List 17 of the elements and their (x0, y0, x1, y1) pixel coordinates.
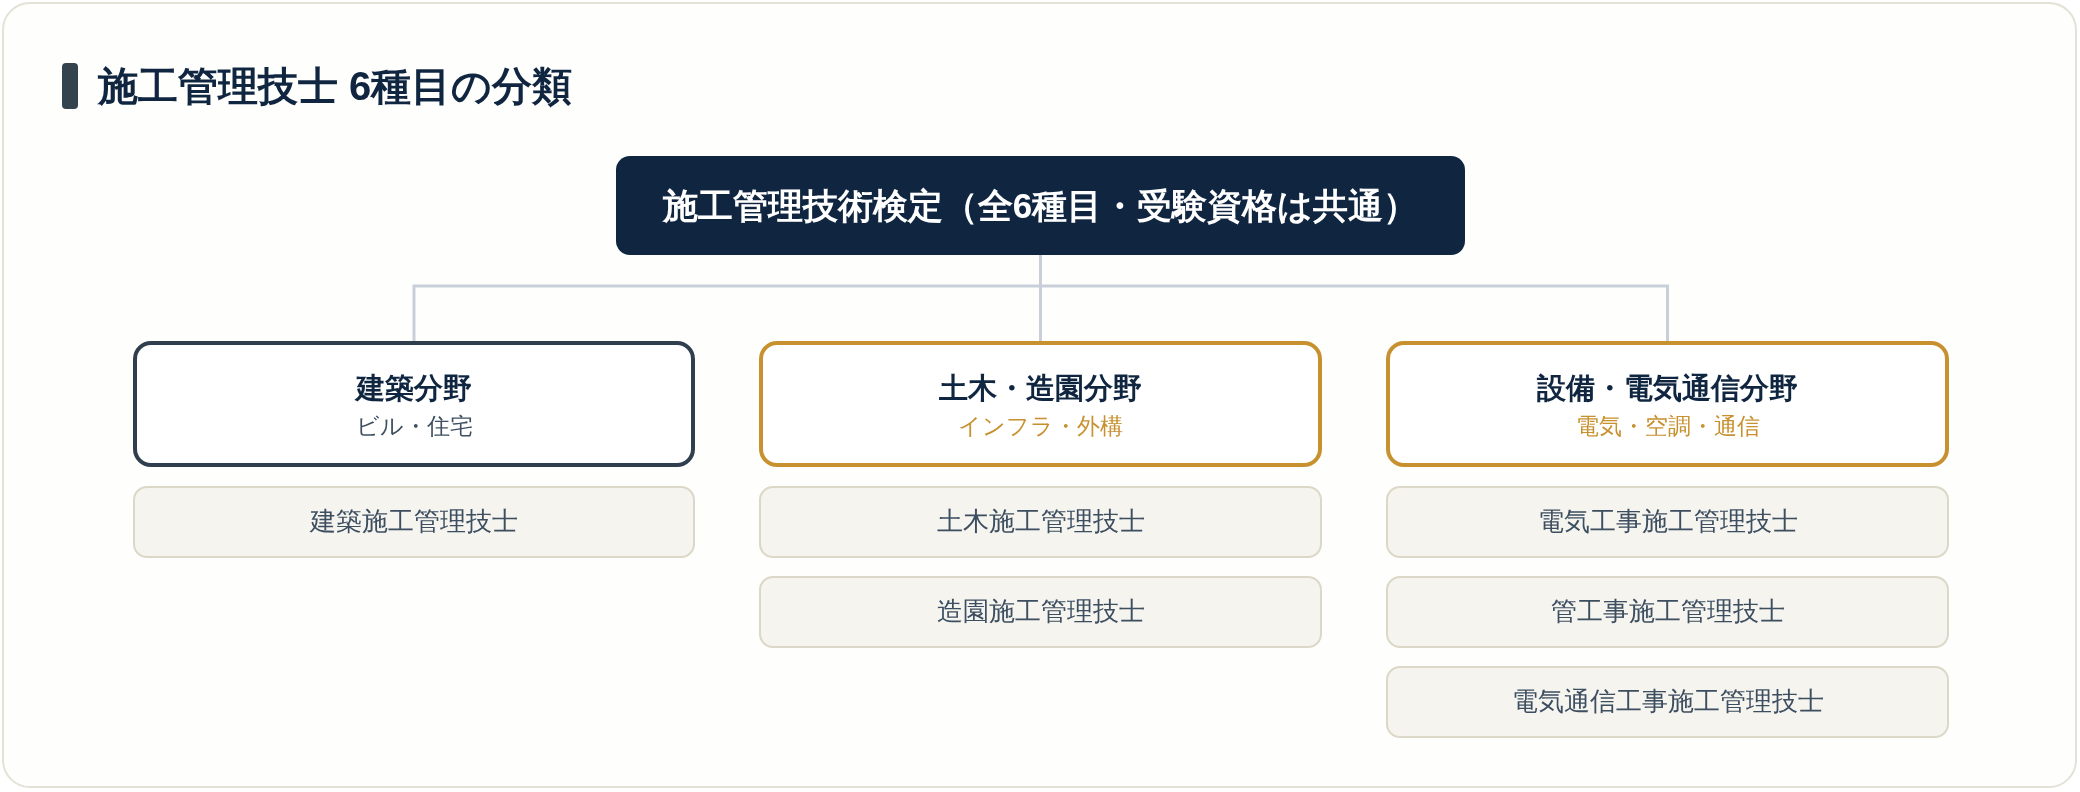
category-subtitle: 電気・空調・通信 (1575, 412, 1760, 441)
qualification-box: 建築施工管理技士 (133, 486, 695, 558)
qualification-box: 造園施工管理技士 (759, 576, 1322, 648)
category-box (133, 341, 695, 467)
category-box (1386, 341, 1949, 467)
category-heading: 建築分野 (356, 371, 472, 406)
category-subtitle: インフラ・外構 (958, 412, 1123, 441)
root-box: 施工管理技術検定（全6種目・受験資格は共通） (616, 156, 1465, 255)
category-box (759, 341, 1322, 467)
category-subtitle: ビル・住宅 (355, 412, 473, 441)
category-heading: 設備・電気通信分野 (1537, 371, 1798, 406)
qualification-box: 電気通信工事施工管理技士 (1386, 666, 1949, 738)
category-heading: 土木・造園分野 (939, 371, 1142, 406)
title: 施工管理技士 6種目の分類 (98, 63, 573, 110)
qualification-box: 土木施工管理技士 (759, 486, 1322, 558)
qualification-box: 管工事施工管理技士 (1386, 576, 1949, 648)
qualification-box: 電気工事施工管理技士 (1386, 486, 1949, 558)
